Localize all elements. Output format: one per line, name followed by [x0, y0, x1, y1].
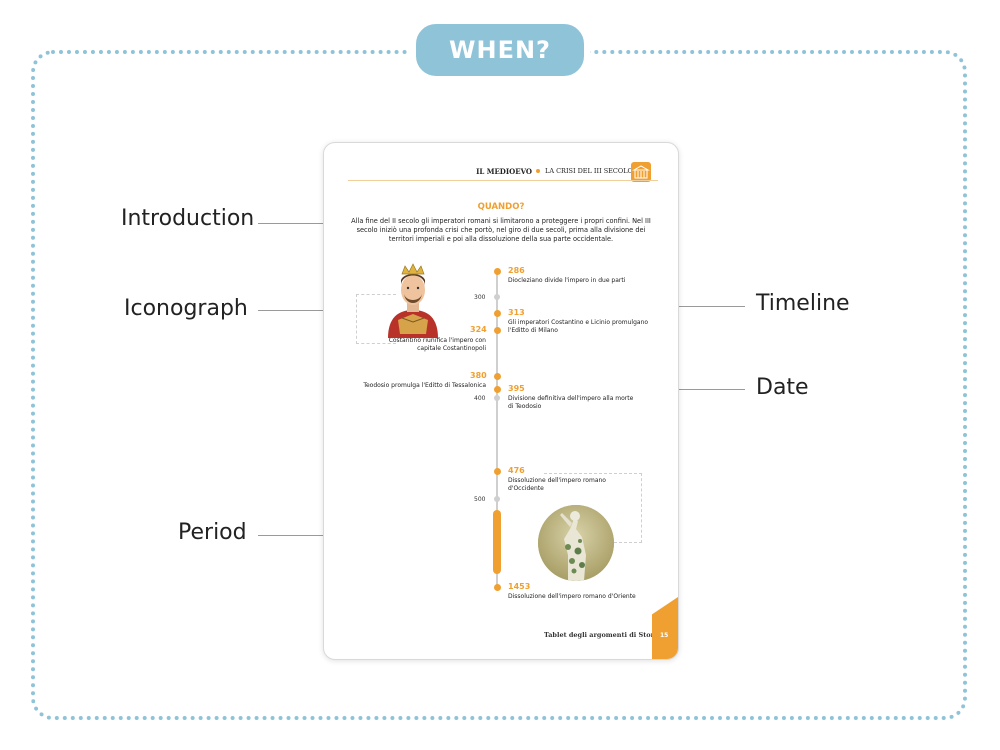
timeline-dot-476 — [493, 467, 501, 475]
timeline-tick-dot-400 — [494, 395, 500, 401]
event-text-1453: Dissoluzione dell'impero romano d'Orient… — [508, 593, 636, 600]
callout-introduction-line — [258, 223, 346, 224]
callout-date: Date — [756, 375, 809, 400]
header-subtitle: LA CRISI DEL III SECOLO — [545, 167, 633, 175]
callout-introduction: Introduction — [121, 206, 255, 231]
callout-timeline: Timeline — [756, 291, 850, 316]
event-year-380: 380 — [470, 371, 487, 380]
callout-timeline-line — [640, 306, 745, 307]
callout-period: Period — [178, 520, 247, 545]
tick-label-500: 500 — [474, 496, 486, 503]
tick-label-400: 400 — [474, 395, 486, 402]
event-text-476: Dissoluzione dell'impero romano d'Occide… — [508, 477, 606, 492]
timeline-axis — [496, 269, 498, 587]
tick-label-300: 300 — [474, 294, 486, 301]
timeline-tick-dot-500 — [494, 496, 500, 502]
event-year-286: 286 — [508, 266, 525, 275]
timeline-tick-dot-300 — [494, 294, 500, 300]
building-icon — [631, 162, 651, 182]
iconograph-frame-left — [356, 294, 396, 344]
callout-iconograph-line — [258, 310, 380, 311]
event-year-324: 324 — [470, 325, 487, 334]
timeline-dot-286 — [493, 267, 501, 275]
event-text-395: Divisione definitiva dell'impero alla mo… — [508, 395, 634, 410]
section-title: QUANDO? — [477, 202, 525, 212]
header-separator-dot — [536, 169, 540, 173]
timeline-dot-380 — [493, 372, 501, 380]
page-number: 15 — [660, 632, 669, 639]
timeline-dot-313 — [493, 309, 501, 317]
event-text-324: Costantino riunifica l'impero con capita… — [388, 337, 486, 352]
timeline-dot-324 — [493, 326, 501, 334]
event-text-313: Gli imperatori Costantino e Licinio prom… — [508, 319, 649, 334]
page-footer: Tablet degli argomenti di Storia — [544, 631, 661, 639]
event-text-286: Diocleziano divide l'impero in due parti — [508, 277, 626, 284]
period-bar — [493, 510, 501, 574]
timeline-dot-1453 — [493, 583, 501, 591]
emperor-portrait-image — [380, 260, 446, 338]
event-year-313: 313 — [508, 308, 525, 317]
tablet-page: IL MEDIOEVO LA CRISI DEL III SECOLO QUAN… — [323, 142, 679, 660]
event-year-395: 395 — [508, 384, 525, 393]
timeline-dot-395 — [493, 385, 501, 393]
header-title: IL MEDIOEVO — [476, 167, 532, 176]
intro-paragraph: Alla fine del II secolo gli imperatori r… — [351, 217, 651, 243]
page-corner-tab — [652, 597, 678, 659]
header-rule — [348, 180, 658, 181]
event-year-476: 476 — [508, 466, 525, 475]
event-text-380: Teodosio promulga l'Editto di Tessalonic… — [363, 382, 486, 389]
when-badge: WHEN? — [410, 18, 590, 82]
statue-image — [538, 505, 614, 581]
event-year-1453: 1453 — [508, 582, 531, 591]
callout-iconograph: Iconograph — [124, 296, 248, 321]
